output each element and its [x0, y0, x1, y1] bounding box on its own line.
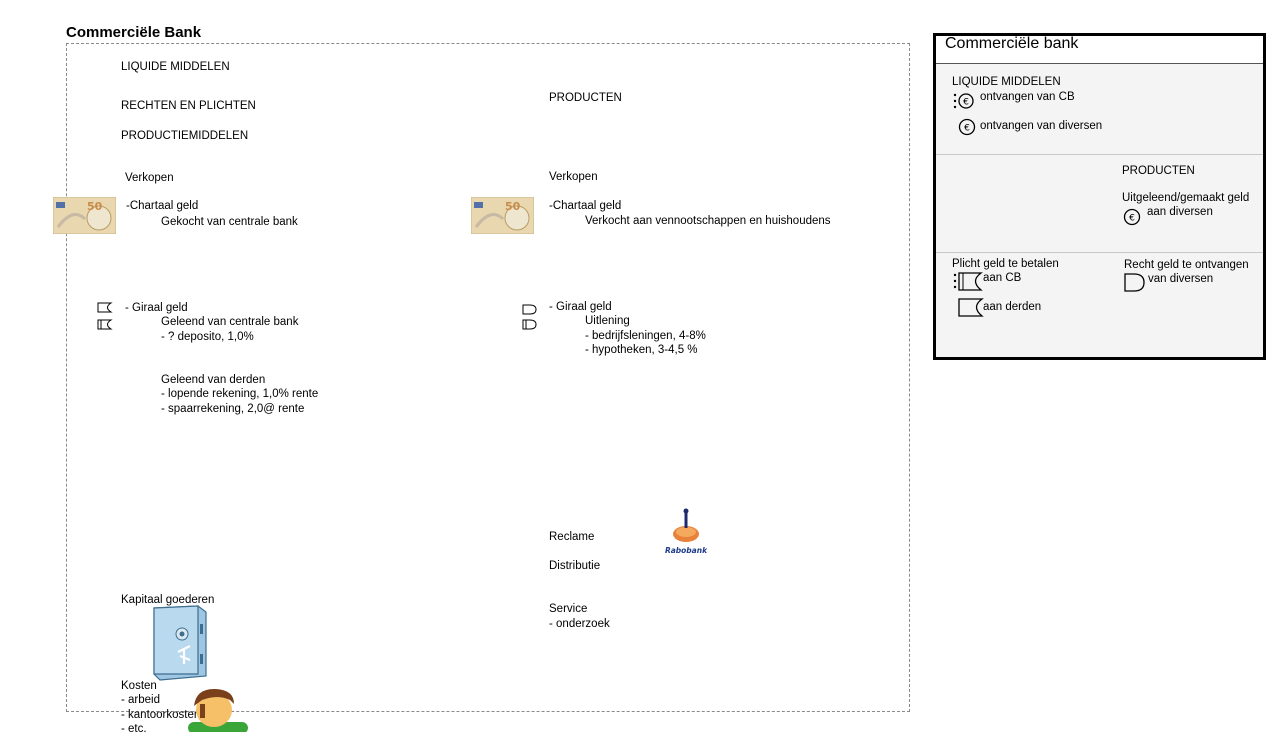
svg-text:€: € [963, 98, 969, 108]
banknote-icon: 50 [52, 196, 117, 235]
kosten-item-2: - kantoorkosten [121, 709, 201, 721]
derden-item-1: - lopende rekening, 1,0% rente [161, 388, 319, 400]
panel-aan-derden: aan derden [983, 301, 1042, 313]
kosten: Kosten [121, 680, 157, 692]
rabobank-logo-icon: Rabobank [665, 507, 708, 557]
mid-chartaal-sub: Verkocht aan vennootschappen en huishoud… [585, 215, 831, 227]
svg-text:€: € [964, 124, 970, 134]
claim-icon [522, 304, 538, 337]
panel-aan-diversen: aan diversen [1147, 206, 1213, 218]
banknote-icon: 50 [470, 196, 535, 235]
panel-recht: Recht geld te ontvangen [1124, 259, 1249, 271]
left-verkopen: Verkopen [125, 172, 174, 184]
mid-chartaal: -Chartaal geld [549, 200, 622, 212]
uitlening-item-2: - hypotheken, 3-4,5 % [585, 344, 698, 356]
left-giraal-sub2: - ? deposito, 1,0% [161, 331, 254, 343]
panel-liquide: LIQUIDE MIDDELEN [952, 76, 1061, 88]
debt-icon [97, 302, 113, 337]
euro-coin-icon: € [1123, 208, 1141, 231]
kosten-item-1: - arbeid [121, 694, 160, 706]
panel-title: Commerciële bank [945, 35, 1079, 52]
bank-frame [66, 43, 910, 712]
producten-heading: PRODUCTEN [549, 92, 622, 104]
derden-title: Geleend van derden [161, 374, 266, 386]
derden-item-2: - spaarrekening, 2,0@ rente [161, 403, 305, 415]
euro-coin-icon: € [958, 118, 976, 141]
rabobank-logo-text: Rabobank [665, 546, 707, 555]
debt-icon [958, 298, 984, 323]
service: Service [549, 603, 588, 615]
panel-ontvangen-cb: ontvangen van CB [980, 91, 1075, 103]
reclame: Reclame [549, 531, 595, 543]
left-chartaal: -Chartaal geld [126, 200, 199, 212]
panel-ontvangen-div: ontvangen van diversen [980, 120, 1103, 132]
liquide-middelen-heading: LIQUIDE MIDDELEN [121, 61, 230, 73]
panel-van-diversen: van diversen [1148, 273, 1214, 285]
panel-plicht: Plicht geld te betalen [952, 258, 1059, 270]
banknote-denomination: 50 [87, 200, 103, 213]
worker-icon [178, 688, 248, 734]
kapitaal-goederen: Kapitaal goederen [121, 594, 215, 606]
claim-icon [1124, 273, 1146, 298]
debt-icon [953, 272, 983, 297]
distributie: Distributie [549, 560, 601, 572]
left-chartaal-sub: Gekocht van centrale bank [161, 216, 298, 228]
productiemiddelen-heading: PRODUCTIEMIDDELEN [121, 130, 249, 142]
uitlening: Uitlening [585, 315, 630, 327]
mid-giraal: - Giraal geld [549, 301, 612, 313]
service-item-1: - onderzoek [549, 618, 610, 630]
banknote-denomination: 50 [505, 200, 521, 213]
panel-section-producten [936, 155, 1263, 253]
panel-aan-cb: aan CB [983, 272, 1022, 284]
rechten-plichten-heading: RECHTEN EN PLICHTEN [121, 100, 256, 112]
left-giraal: - Giraal geld [125, 302, 188, 314]
panel-producten: PRODUCTEN [1122, 165, 1195, 177]
safe-icon [150, 604, 210, 682]
svg-text:€: € [1129, 214, 1135, 224]
kosten-item-3: - etc. [121, 723, 147, 735]
panel-section-liquide [936, 64, 1263, 155]
summary-panel [933, 33, 1266, 360]
left-giraal-sub1: Geleend van centrale bank [161, 316, 299, 328]
mid-verkopen: Verkopen [549, 171, 598, 183]
euro-coin-icon: € [953, 92, 977, 115]
bank-title: Commerciële Bank [66, 24, 202, 41]
uitlening-item-1: - bedrijfsleningen, 4-8% [585, 330, 706, 342]
panel-uitgeleend: Uitgeleend/gemaakt geld [1122, 192, 1250, 204]
panel-header [936, 36, 1263, 64]
